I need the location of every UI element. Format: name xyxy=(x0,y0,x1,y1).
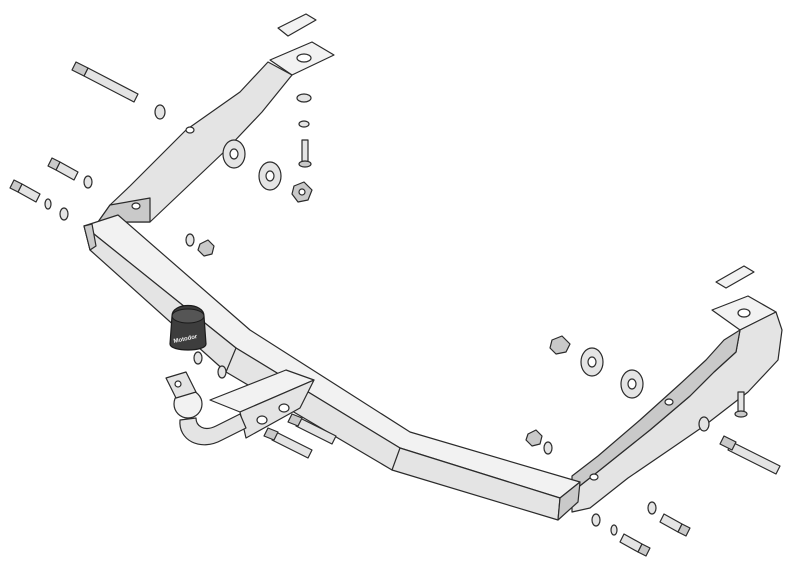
right-mounting-bracket xyxy=(571,295,783,513)
clamp-plate-right xyxy=(715,265,755,289)
cone-spacer-left-2 xyxy=(258,161,282,191)
nut-right-1 xyxy=(549,335,571,355)
washers xyxy=(44,93,710,536)
left-mounting-bracket xyxy=(97,41,335,223)
tow-ball-neck xyxy=(165,371,247,446)
vertical-bolt-left xyxy=(298,139,312,168)
vertical-bolt-right xyxy=(734,391,748,418)
tow-ball-cover-cap: Motodor xyxy=(169,304,207,351)
brand-label: Motodor xyxy=(173,334,198,345)
nut-left-1 xyxy=(291,181,313,203)
cone-spacer-right-2 xyxy=(620,369,644,399)
short-bolt-left-2 xyxy=(9,179,41,203)
nut-left-2 xyxy=(197,239,215,257)
cone-spacer-left-1 xyxy=(222,139,246,169)
bolt-ball-mount-2 xyxy=(287,413,337,445)
nut-right-2 xyxy=(525,429,543,447)
main-cross-tube xyxy=(83,214,581,521)
clamp-plate-left xyxy=(277,13,317,37)
short-bolt-right-2 xyxy=(619,533,651,557)
tow-ball-mount-plate xyxy=(209,369,315,439)
short-bolt-left-1 xyxy=(47,157,79,181)
long-bolt-left xyxy=(71,61,139,103)
long-bolt-right xyxy=(719,435,781,475)
short-bolt-right-1 xyxy=(659,513,691,537)
bolt-ball-mount-1 xyxy=(263,427,313,459)
cone-spacer-right-1 xyxy=(580,347,604,377)
